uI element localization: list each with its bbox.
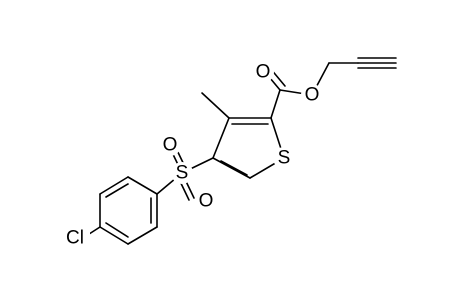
atom-label-sulfonyl-oxygen-bottom: O xyxy=(195,190,217,212)
bond-c3-c4 xyxy=(212,117,230,159)
atom-label-ring-sulfur: S xyxy=(273,147,295,169)
bond-ar-2 xyxy=(99,176,129,195)
atom-label-chlorine: Cl xyxy=(62,226,90,249)
atom-text: O xyxy=(256,62,271,83)
bond-c4-c5-inner xyxy=(220,160,248,176)
atom-label-sulfonyl-oxygen-top: O xyxy=(159,134,181,156)
bond-ar-inner-2 xyxy=(105,222,129,238)
atom-text: S xyxy=(278,148,291,169)
atom-text: O xyxy=(163,135,178,156)
bond-ar-1 xyxy=(127,176,158,195)
atom-label-sulfonyl-sulfur: S xyxy=(171,162,193,184)
bond-c2-ccarbonyl xyxy=(270,89,281,119)
bond-ar-5 xyxy=(127,226,158,245)
atom-labels: O O S S O O Cl xyxy=(62,61,323,249)
atom-text: Cl xyxy=(66,228,84,249)
bond-c4-c5 xyxy=(212,157,251,179)
atom-text: O xyxy=(199,191,214,212)
atom-label-ester-oxygen: O xyxy=(301,84,323,106)
atom-label-carbonyl-oxygen: O xyxy=(252,61,274,83)
atom-text: O xyxy=(305,85,320,106)
atom-text: S xyxy=(176,163,189,184)
bond-ar-inner-1 xyxy=(105,183,129,198)
bond-ar-4 xyxy=(99,226,129,245)
bond-methyl xyxy=(201,92,230,119)
bonds xyxy=(85,57,397,245)
